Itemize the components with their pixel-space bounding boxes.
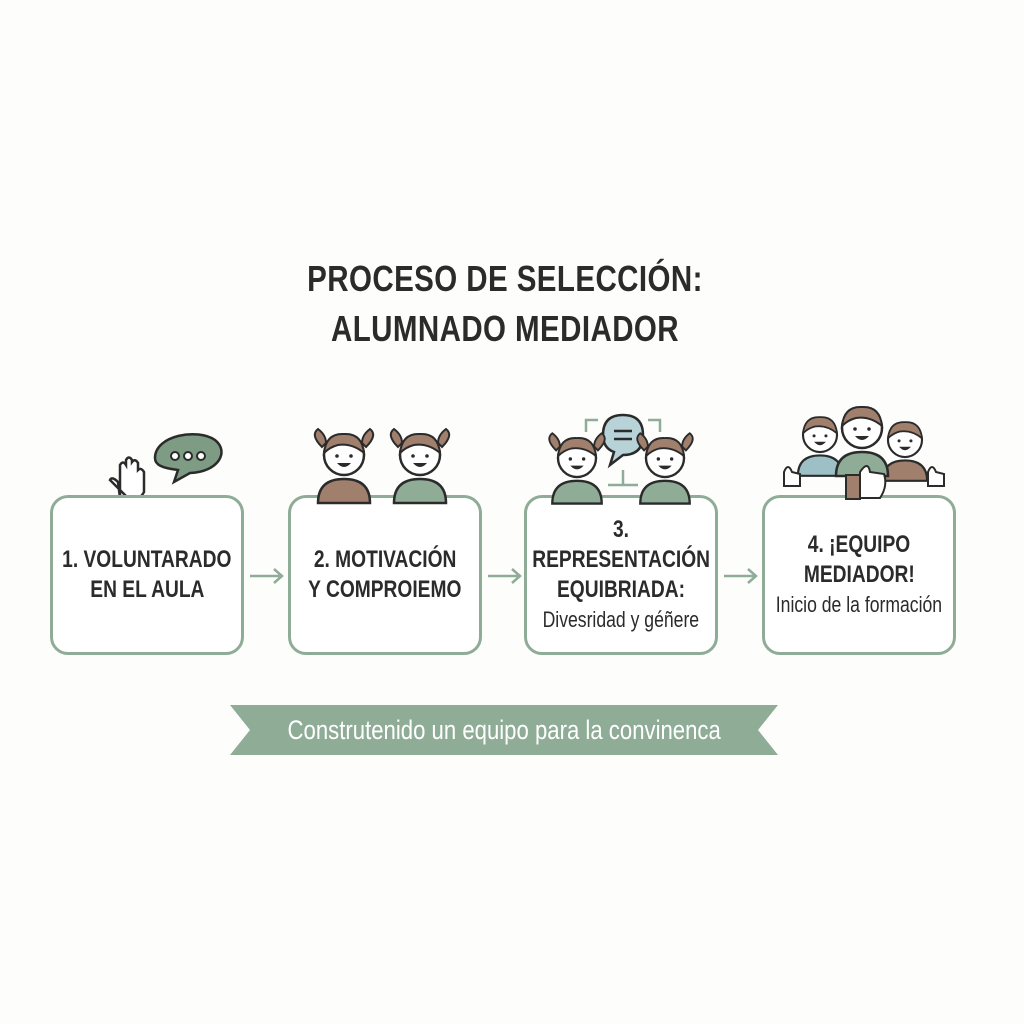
- step-2-card: 2. MOTIVACIÓN Y COMPROIEMO: [288, 495, 482, 655]
- step-3-heading-line-2: EQUIBRIADA:: [557, 576, 685, 603]
- step-4-heading-line-2: MEDIADOR!: [803, 561, 915, 588]
- step-1-heading: 1. VOLUNTARADO: [62, 546, 232, 573]
- step-2-heading-line-2: Y COMPROIEMO: [308, 576, 462, 603]
- diverse-students-icon: [548, 432, 694, 505]
- step-3-card: 3. REPRESENTACIÓN EQUIBRIADA: Divesridad…: [524, 495, 718, 655]
- arrow-right-icon: [250, 568, 284, 584]
- banner-ribbon: [230, 705, 778, 755]
- step-3-subtitle: Divesridad y géñere: [542, 607, 700, 632]
- step-3-heading: REPRESENTACIÓN: [532, 546, 710, 573]
- team-thumbs-up-icon: [783, 405, 945, 500]
- title-line-2: ALUMNADO MEDIADOR: [330, 308, 680, 349]
- step-1-heading-line-2: EN EL AULA: [89, 576, 205, 603]
- arrow-right-icon: [724, 568, 758, 584]
- two-girls-icon: [313, 427, 451, 505]
- step-2-heading: 2. MOTIVACIÓN: [313, 546, 457, 573]
- step-1-card: 1. VOLUNTARADO EN EL AULA: [50, 495, 244, 655]
- step-3-number: 3.: [612, 516, 629, 543]
- step-4-heading: 4. ¡EQUIPO: [807, 531, 911, 558]
- arrow-right-icon: [488, 568, 522, 584]
- step-4-card: 4. ¡EQUIPO MEDIADOR! Inicio de la formac…: [762, 495, 956, 655]
- step-4-subtitle: Inicio de la formación: [775, 592, 943, 617]
- title-line-1: PROCESO DE SELECCIÓN:: [307, 258, 703, 299]
- banner-text: Construtenido un equipo para la convinen…: [287, 715, 721, 745]
- page-title: PROCESO DE SELECCIÓN: ALUMNADO MEDIADOR: [91, 254, 919, 354]
